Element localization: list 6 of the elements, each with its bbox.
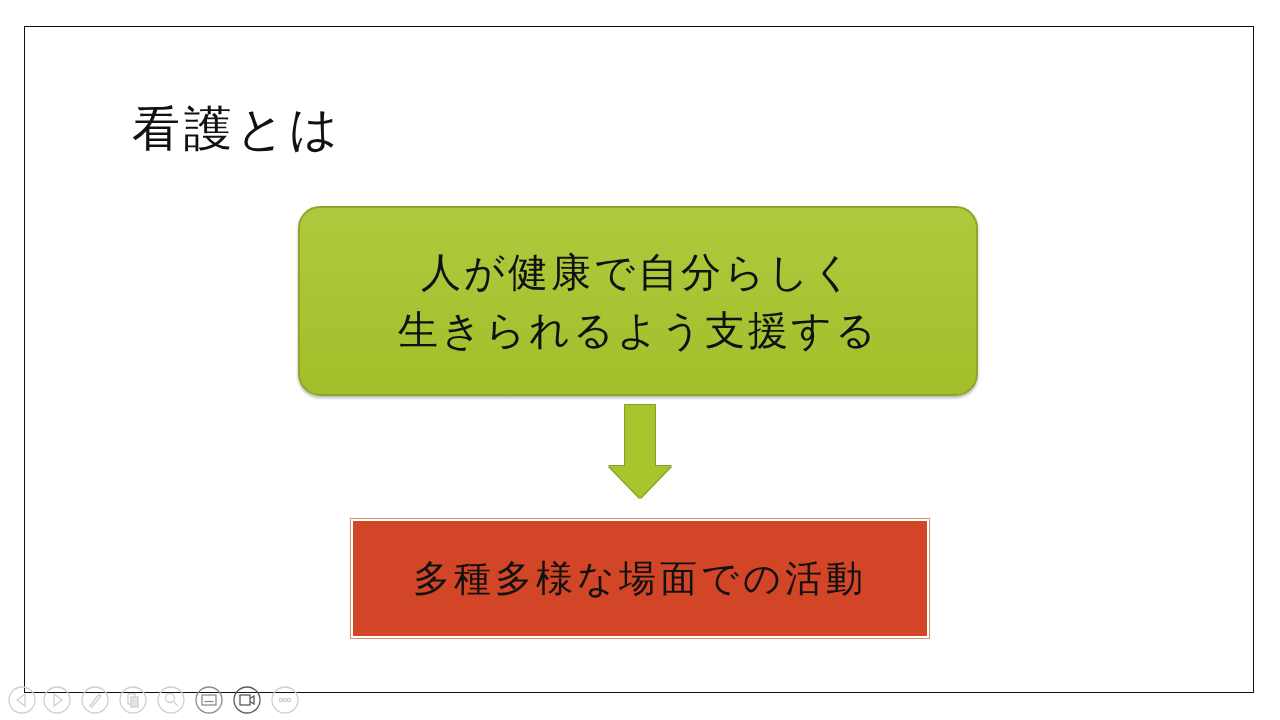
process-box (350, 518, 930, 639)
block-arrow (609, 405, 671, 498)
node-label: 多種多様な場面での活動 (413, 555, 867, 602)
rounded-box (298, 206, 978, 396)
slide-title: 看護とは (132, 99, 342, 158)
node-label: 人が健康で自分らしく生きられるよう支援する (397, 248, 879, 355)
